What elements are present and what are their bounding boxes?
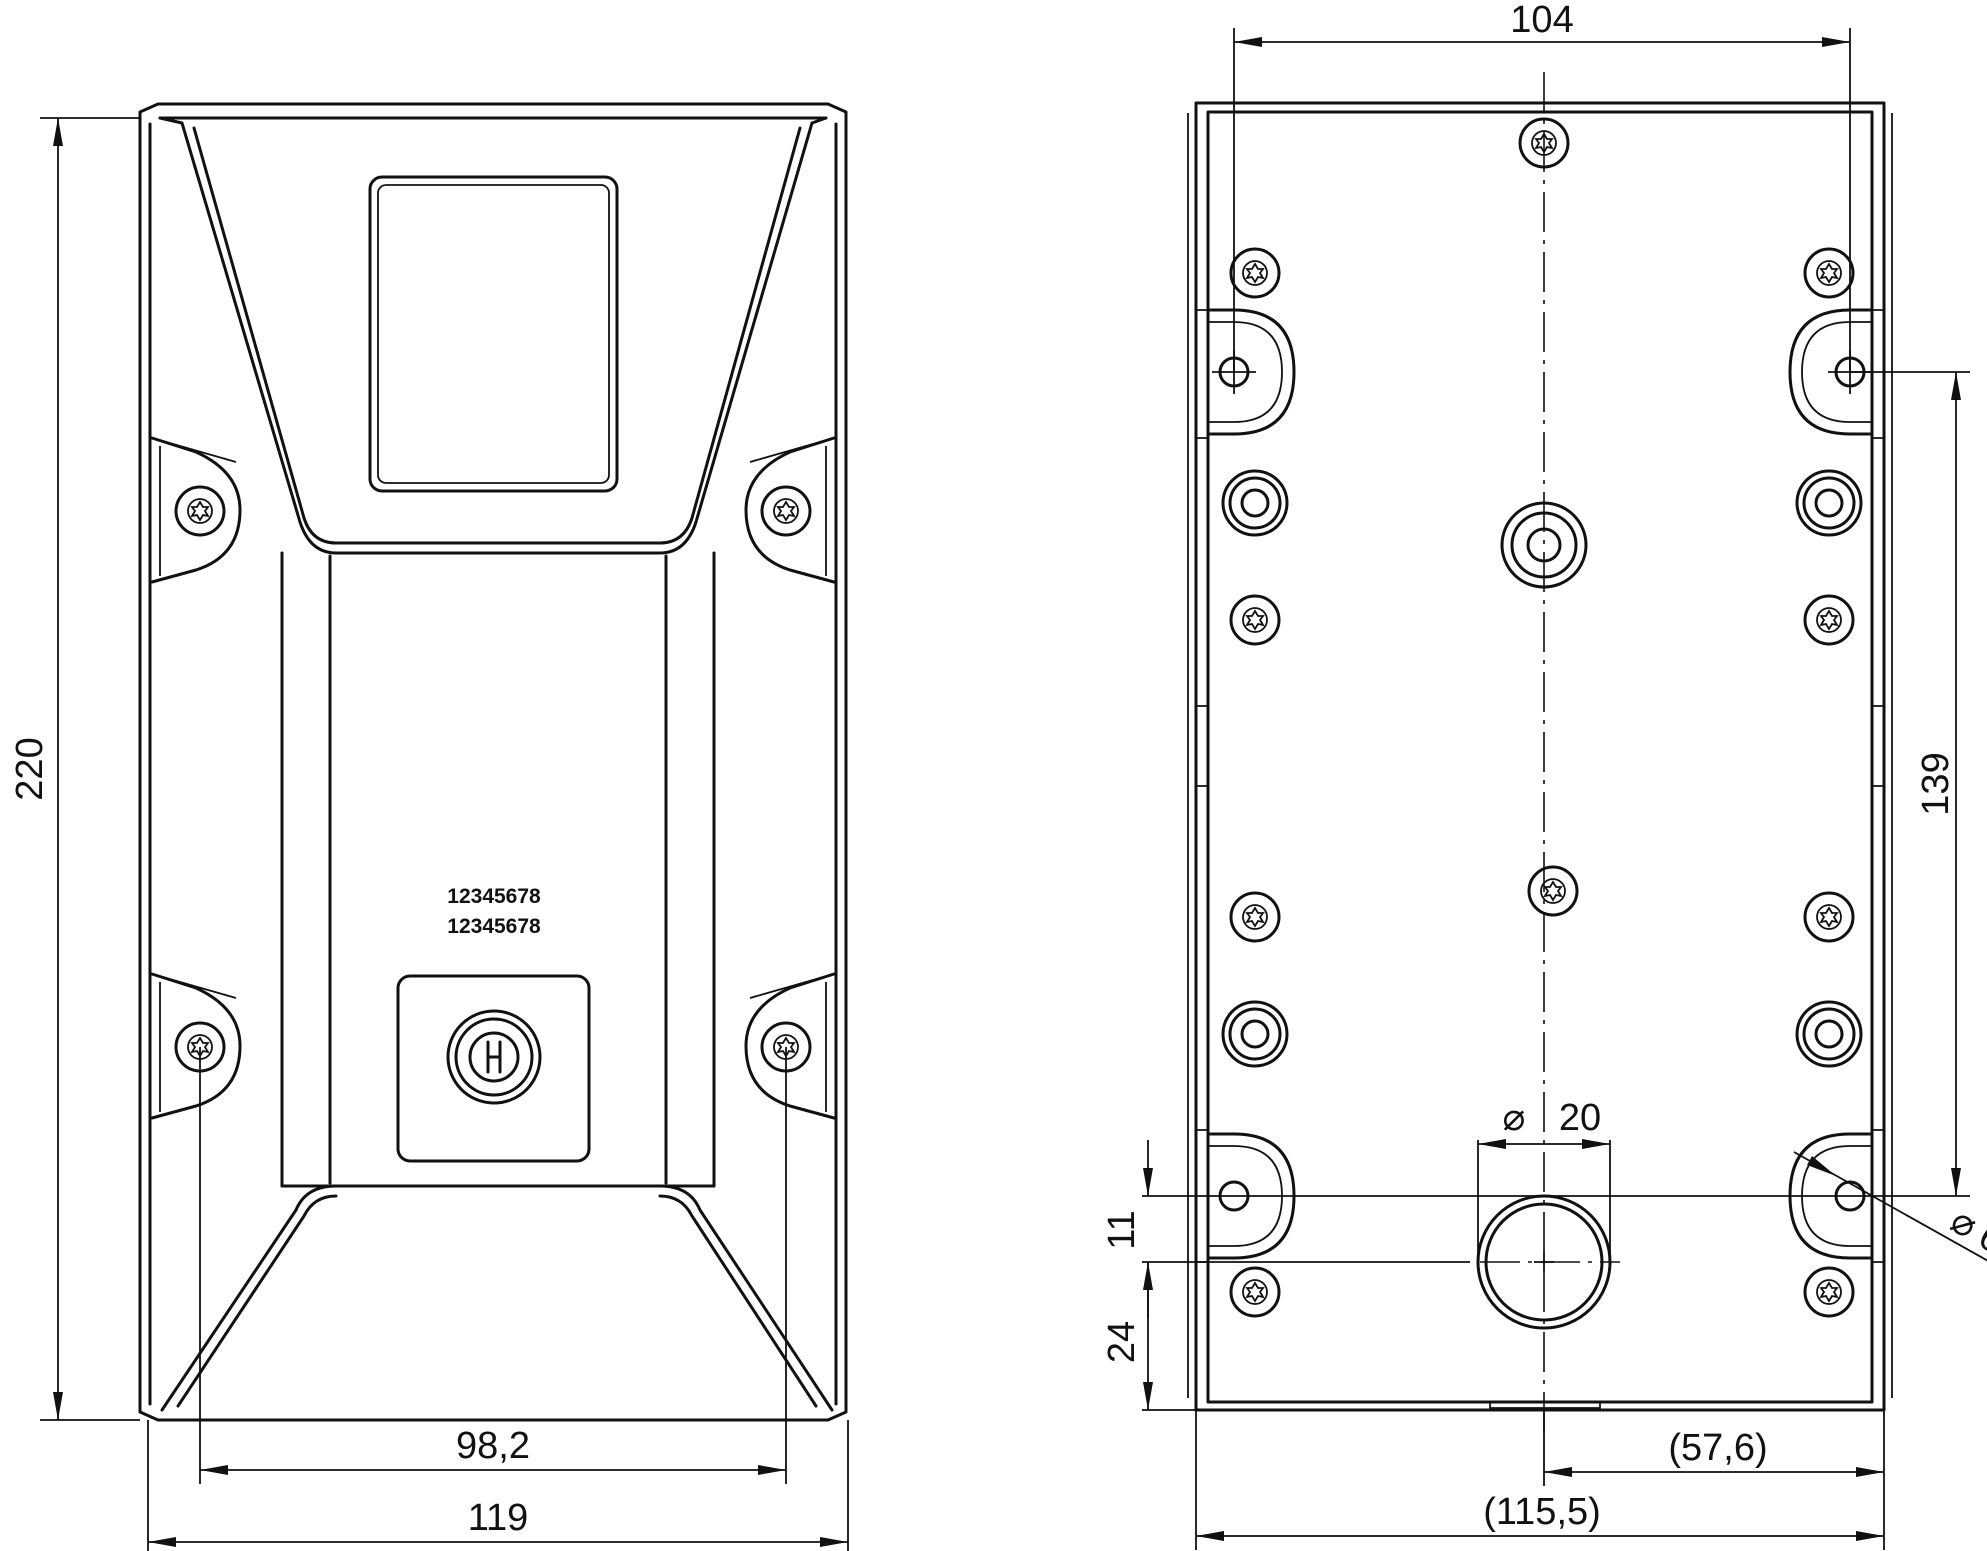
round-post-icon [1795, 469, 1863, 537]
rear-lug-top-left [1206, 308, 1296, 436]
torx-screw-icon [1229, 247, 1281, 299]
cable-entry [1476, 1194, 1620, 1330]
marking-line-1: 12345678 [447, 885, 541, 908]
torx-screw-icon [1527, 865, 1579, 917]
front-mount-tab-top-right [744, 436, 836, 584]
dim-rear-total-width: (115,5) [1195, 1410, 1885, 1550]
dim-front-width: 119 [147, 1420, 849, 1551]
dim-rear-offset-11-label: 11 [1101, 1210, 1143, 1249]
dim-rear-center-diameter: ⌀ 20 [1477, 1097, 1611, 1262]
diameter-symbol: ⌀ [1503, 1097, 1526, 1139]
dim-rear-center-diameter-label: 20 [1559, 1097, 1601, 1139]
dim-front-width-label: 119 [468, 1497, 529, 1539]
torx-screw-icon [174, 485, 226, 537]
front-view: 12345678 12345678 220 98,2 [9, 102, 849, 1551]
torx-screw-icon [1229, 891, 1281, 943]
torx-screw-icon [1229, 1266, 1281, 1318]
round-post-icon [1221, 1000, 1289, 1068]
dim-front-height-label: 220 [9, 737, 51, 800]
dim-rear-top-spacing: 104 [1233, 0, 1851, 372]
front-mount-tab-bottom-right [744, 972, 836, 1120]
front-housing-outline [138, 102, 848, 1422]
dim-front-hole-spacing-label: 98,2 [456, 1425, 530, 1467]
rear-housing-outline [1194, 101, 1886, 1412]
round-post-icon [1795, 1000, 1863, 1068]
keyhole-icon [486, 1040, 502, 1074]
dim-rear-top-spacing-label: 104 [1510, 0, 1573, 41]
dim-rear-half-width-label: (57,6) [1668, 1427, 1767, 1469]
rear-view: 104 139 ⌀ 20 ⌀ 6 [1101, 0, 1987, 1550]
key-switch [396, 974, 591, 1163]
dim-rear-vertical-spacing: 139 [1850, 371, 1970, 1197]
torx-screw-icon [760, 485, 812, 537]
front-mount-tab-bottom-left [150, 972, 242, 1120]
dim-rear-offset-11: 11 [1101, 1140, 1153, 1318]
dim-rear-offset-24-label: 24 [1101, 1321, 1143, 1363]
dim-front-height: 220 [9, 117, 140, 1421]
dim-rear-vertical-spacing-label: 139 [1915, 752, 1957, 815]
torx-screw-icon [1803, 247, 1855, 299]
marking-line-2: 12345678 [447, 915, 541, 938]
rear-center-post [1500, 501, 1588, 589]
dim-rear-total-width-label: (115,5) [1483, 1491, 1601, 1533]
torx-screw-icon [1229, 594, 1281, 646]
dim-front-hole-spacing: 98,2 [199, 1047, 787, 1484]
torx-screw-icon [1803, 1266, 1855, 1318]
round-post-icon [1221, 469, 1289, 537]
front-mount-tab-top-left [150, 436, 242, 584]
front-lower-bevel [160, 1184, 834, 1412]
front-upper-bevel [180, 121, 814, 555]
display-window [368, 175, 619, 493]
dim-rear-offset-24: 24 [1101, 1262, 1153, 1410]
torx-screw-icon [1803, 594, 1855, 646]
dim-rear-half-width: (57,6) [1543, 1410, 1885, 1486]
torx-screw-icon [1803, 891, 1855, 943]
